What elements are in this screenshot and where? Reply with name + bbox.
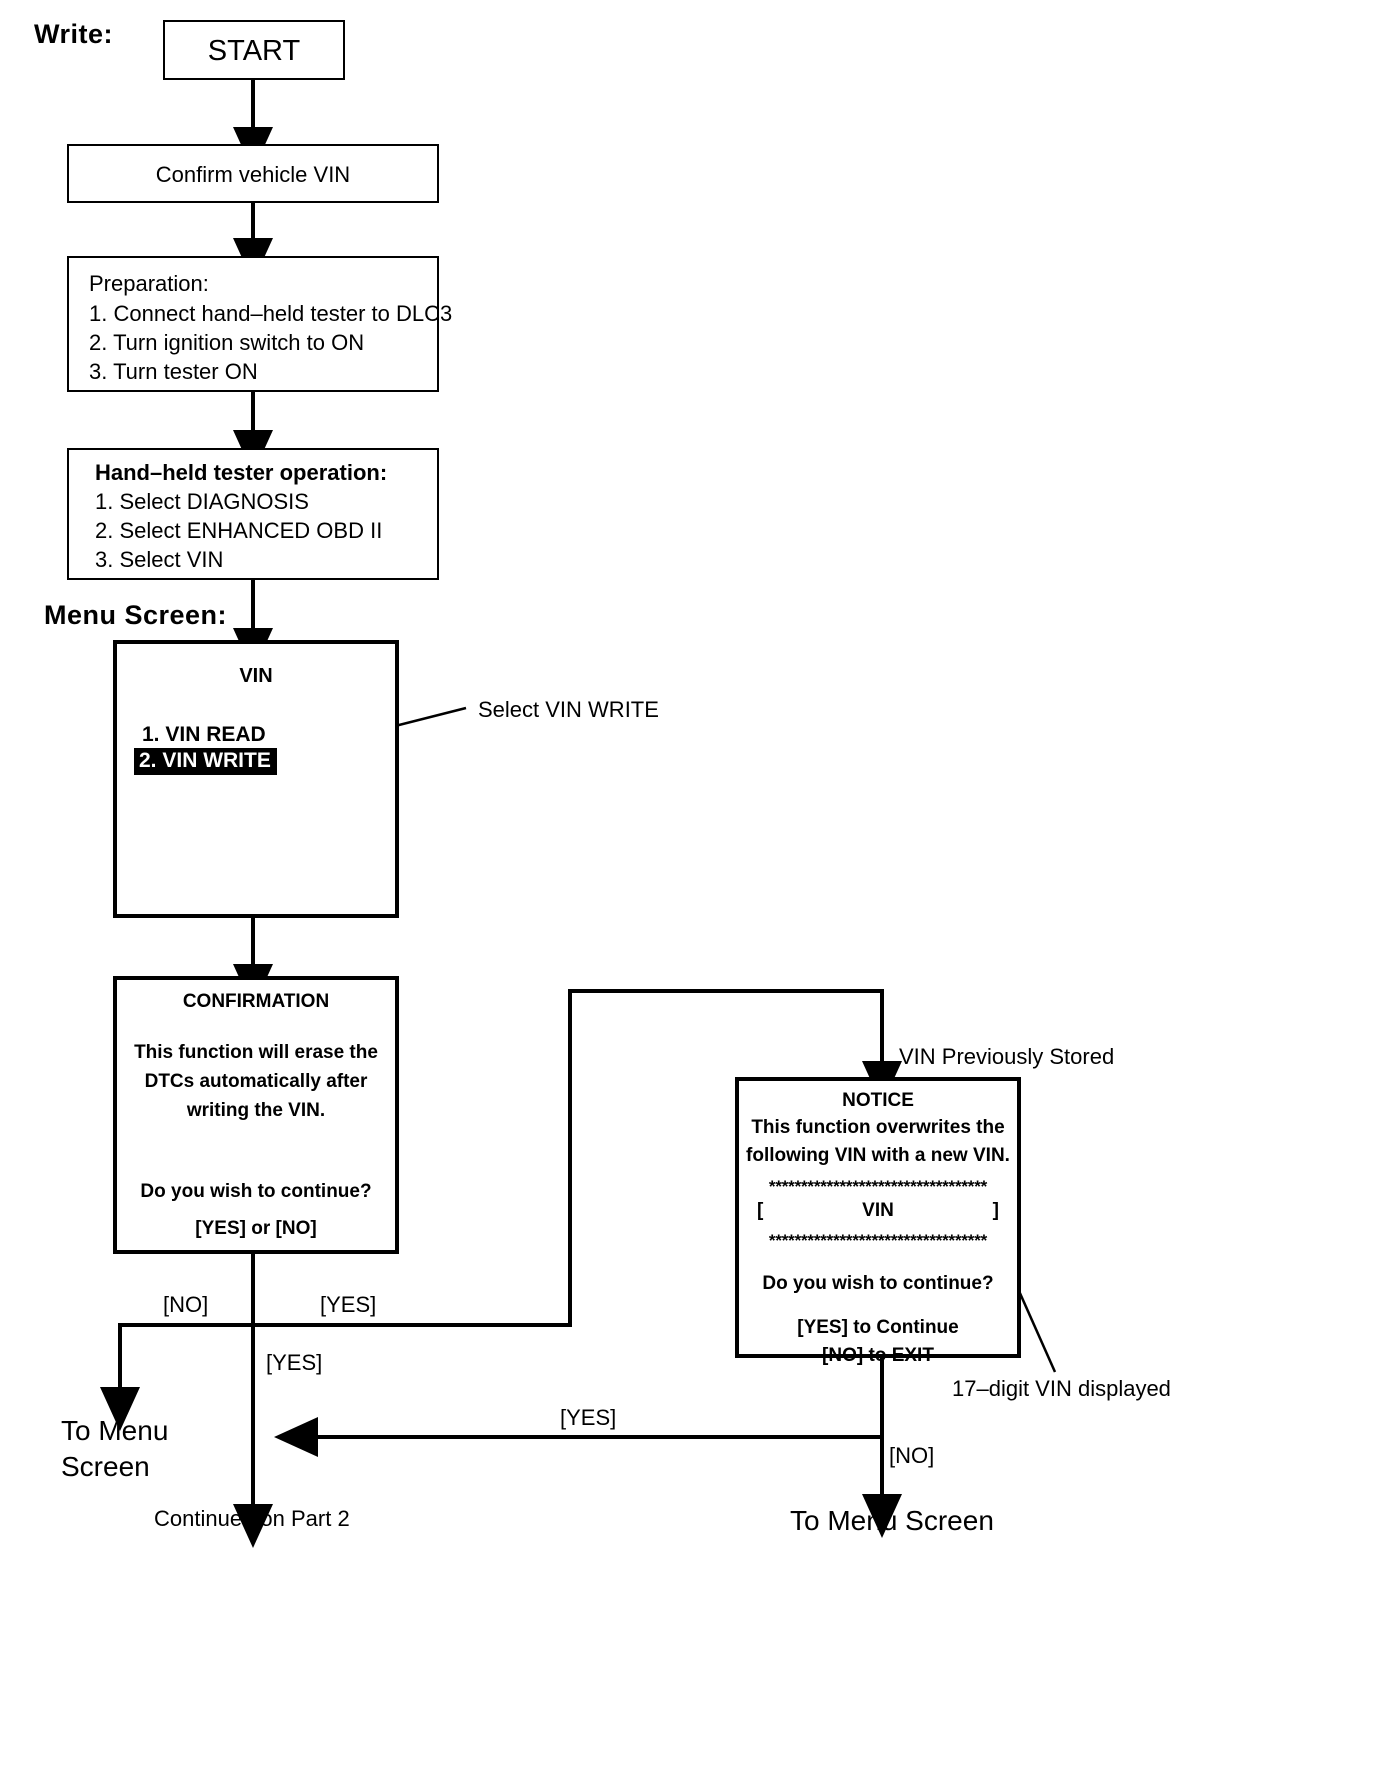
screen-confirmation-body-line-2: DTCs automatically after — [144, 1071, 368, 1092]
section-heading-write: Write: — [34, 19, 114, 49]
box-start-title: START — [207, 35, 301, 67]
flow-label-no-bottom: [NO] — [889, 1443, 935, 1468]
callout-vin-previously-stored: VIN Previously Stored — [899, 1044, 1115, 1069]
screen-notice-separator-top: ********************************** — [768, 1177, 988, 1196]
flow-label-yes-down: [YES] — [266, 1350, 323, 1375]
box-preparation-step-1: 1. Connect hand–held tester to DLC3 — [89, 301, 453, 326]
terminal-continued-on-part-2: Continued on Part 2 — [154, 1506, 350, 1531]
screen-notice-body-line-2: following VIN with a new VIN. — [746, 1145, 1010, 1166]
box-confirm-vehicle-vin: Confirm vehicle VIN — [67, 144, 439, 203]
screen-notice-question: Do you wish to continue? — [762, 1273, 994, 1294]
screen-notice-vin-bracket-open: [ — [757, 1200, 764, 1221]
flow-label-yes-right: [YES] — [320, 1292, 377, 1317]
terminal-to-menu-screen-left-line-1: To Menu — [61, 1415, 169, 1446]
arrow-no-to-menu-screen — [100, 1323, 253, 1431]
box-tester-operation-title: Hand–held tester operation: — [95, 460, 388, 485]
screen-notice-separator-bottom: ********************************** — [768, 1231, 988, 1250]
screen-confirmation-question: Do you wish to continue? — [140, 1181, 372, 1202]
terminal-to-menu-screen-left-line-2: Screen — [61, 1451, 150, 1482]
callout-select-vin-write: Select VIN WRITE — [478, 697, 659, 722]
screen-notice-body-line-1: This function overwrites the — [751, 1117, 1005, 1138]
callout-17-digit-vin-displayed: 17–digit VIN displayed — [952, 1376, 1171, 1401]
screen-notice-vin-label: VIN — [862, 1200, 894, 1221]
box-preparation-step-3: 3. Turn tester ON — [89, 359, 258, 384]
terminal-to-menu-screen-right: To Menu Screen — [790, 1505, 994, 1536]
screen-notice-vin-bracket-close: ] — [992, 1200, 999, 1221]
screen-vin-menu-item-vin-write[interactable]: 2. VIN WRITE — [134, 748, 277, 775]
section-heading-menu-screen: Menu Screen: — [44, 600, 228, 630]
box-confirm-vehicle-vin-text: Confirm vehicle VIN — [155, 162, 351, 187]
box-preparation-title: Preparation: — [89, 271, 209, 296]
flow-label-no-left: [NO] — [163, 1292, 209, 1317]
box-start: START — [163, 20, 345, 80]
screen-notice: NOTICE This function overwrites the foll… — [735, 1077, 1021, 1366]
box-preparation: Preparation: 1. Connect hand–held tester… — [67, 256, 452, 392]
box-preparation-step-2: 2. Turn ignition switch to ON — [89, 330, 365, 355]
flow-label-yes-return: [YES] — [560, 1405, 617, 1430]
screen-confirmation: CONFIRMATION This function will erase th… — [113, 976, 399, 1254]
box-tester-operation-step-1: 1. Select DIAGNOSIS — [95, 489, 309, 514]
screen-confirmation-body-line-1: This function will erase the — [134, 1042, 378, 1063]
box-tester-operation: Hand–held tester operation: 1. Select DI… — [67, 448, 439, 580]
screen-notice-option-no: [NO] to EXIT — [822, 1345, 934, 1366]
screen-vin-menu-title: VIN — [239, 665, 273, 687]
screen-vin-menu-item-vin-read[interactable]: 1. VIN READ — [142, 723, 266, 746]
screen-notice-option-yes: [YES] to Continue — [797, 1317, 959, 1338]
screen-vin-menu: VIN 1. VIN READ 2. VIN WRITE — [113, 640, 399, 918]
box-tester-operation-step-2: 2. Select ENHANCED OBD II — [95, 518, 383, 543]
box-tester-operation-step-3: 3. Select VIN — [95, 547, 224, 572]
screen-confirmation-body-line-3: writing the VIN. — [186, 1100, 326, 1121]
screen-notice-title: NOTICE — [842, 1090, 914, 1111]
screen-confirmation-options: [YES] or [NO] — [195, 1218, 317, 1239]
screen-confirmation-title: CONFIRMATION — [182, 991, 330, 1012]
